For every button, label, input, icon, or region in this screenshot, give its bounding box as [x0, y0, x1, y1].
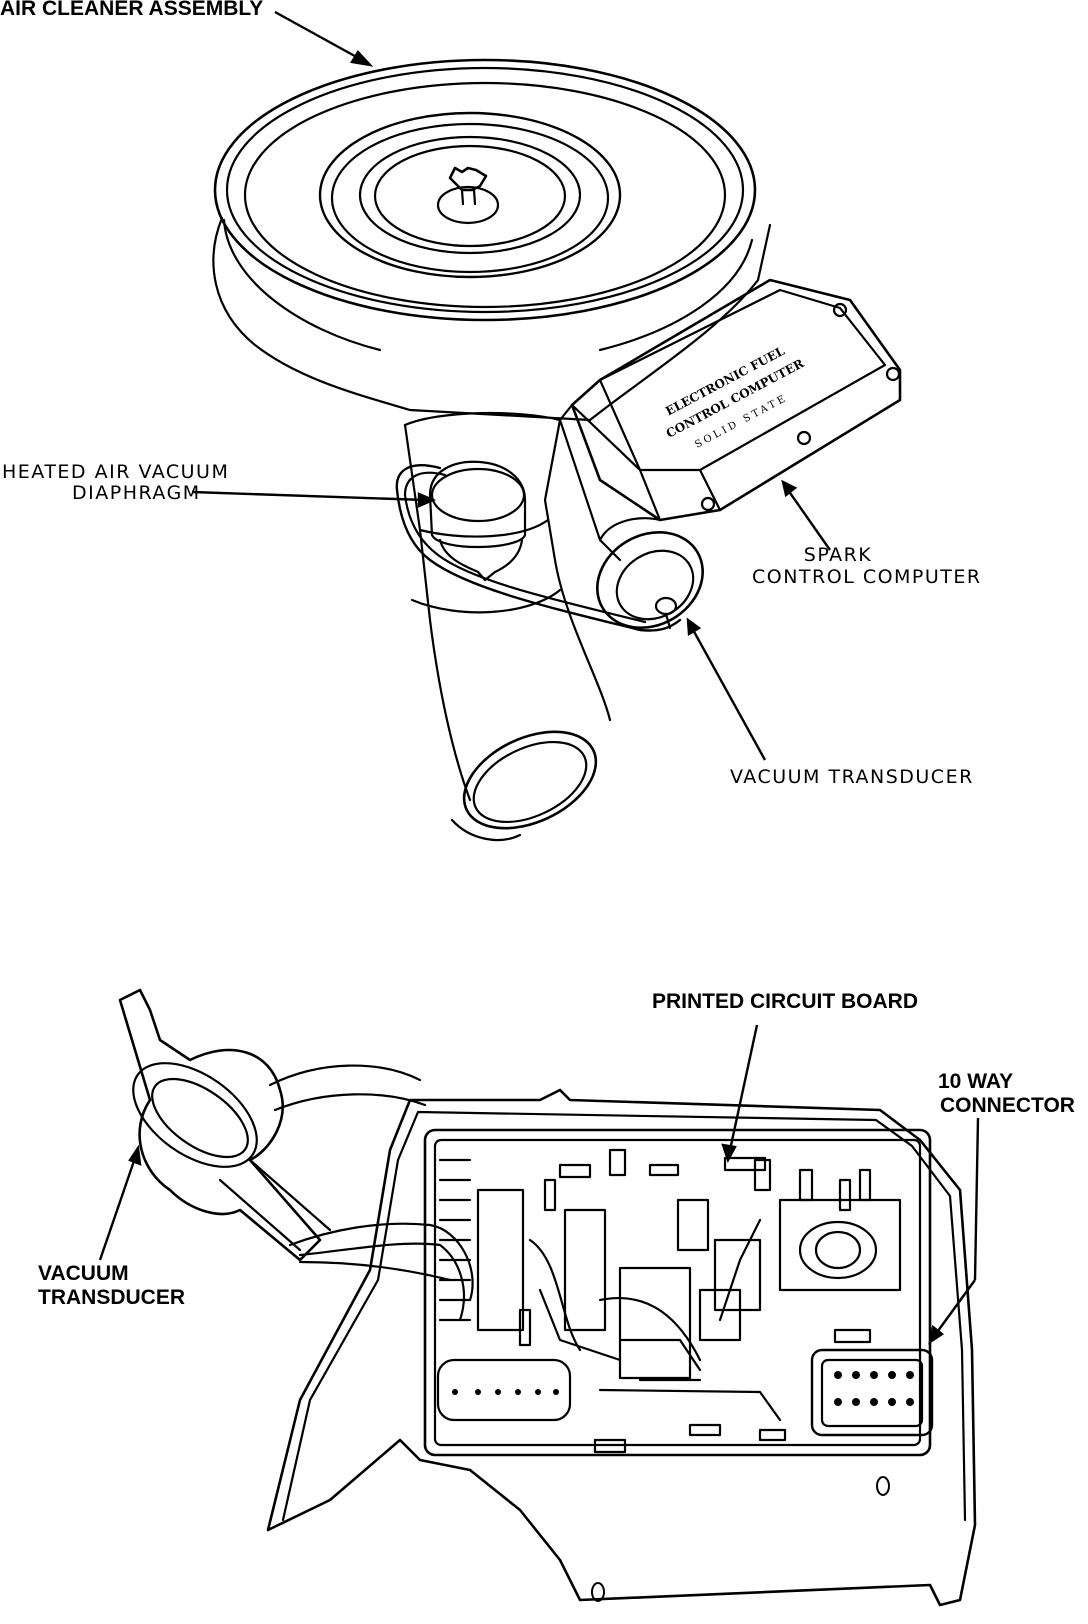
- transducer-hose: [268, 1064, 427, 1112]
- label-spark: SPARK: [803, 544, 873, 566]
- vacuum-hose: [395, 464, 682, 632]
- circuit-board-illustration: [98, 988, 980, 1607]
- label-transducer: TRANSDUCER: [38, 1286, 185, 1309]
- label-connector: CONNECTOR: [940, 1094, 1075, 1117]
- six-pin-connector: [436, 1358, 572, 1422]
- label-heated-air-vacuum: HEATED AIR VACUUM: [2, 461, 230, 483]
- ten-way-connector: [810, 1348, 934, 1437]
- label-air-cleaner-assembly: AIR CLEANER ASSEMBLY: [0, 0, 264, 20]
- power-transistor-plate: [778, 1198, 902, 1292]
- label-control-computer: CONTROL COMPUTER: [752, 566, 982, 588]
- snorkel-duct: [403, 418, 612, 802]
- lid-center-dome: [436, 185, 500, 225]
- label-10-way: 10 WAY: [938, 1070, 1014, 1093]
- spark-control-box: [570, 278, 902, 522]
- computer-housing: [266, 1088, 977, 1607]
- lid-inner-ring: [318, 111, 622, 279]
- lid-outer-rim: [213, 58, 757, 322]
- label-vacuum-transducer-top: VACUUM TRANSDUCER: [730, 766, 974, 788]
- duct-mouth: [462, 730, 598, 830]
- transducer-wires: [288, 1222, 474, 1322]
- vacuum-transducer-canister: [596, 531, 704, 629]
- wing-nut: [448, 166, 488, 192]
- printed-circuit-board: [423, 1128, 932, 1457]
- label-vacuum: VACUUM: [38, 1262, 129, 1285]
- vacuum-transducer-body: [118, 988, 322, 1262]
- label-diaphragm: DIAPHRAGM: [72, 482, 201, 504]
- label-printed-circuit-board: PRINTED CIRCUIT BOARD: [652, 990, 918, 1013]
- air-cleaner-illustration: ELECTRONIC FUEL CONTROL COMPUTER SOLID S…: [191, 10, 902, 842]
- housing-body: [212, 216, 772, 422]
